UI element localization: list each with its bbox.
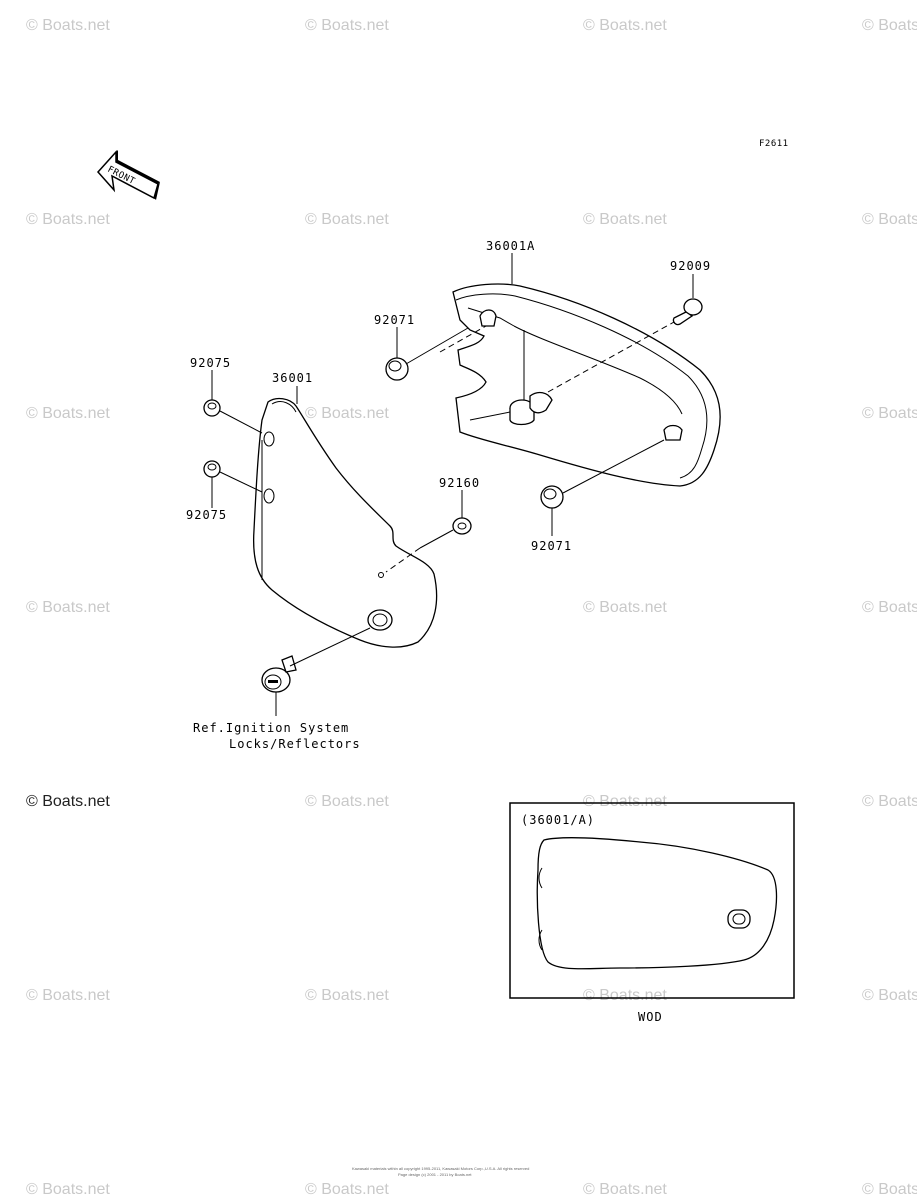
watermark: © Boats.net bbox=[305, 793, 389, 810]
watermark: © Boats.net bbox=[862, 211, 917, 228]
watermark: © Boats.net bbox=[305, 405, 389, 422]
watermark: © Boats.net bbox=[305, 211, 389, 228]
front-arrow-icon: FRONT bbox=[96, 150, 160, 200]
watermark: © Boats.net bbox=[583, 211, 667, 228]
watermark: © Boats.net bbox=[862, 987, 917, 1004]
inset-box: (36001/A) WOD bbox=[509, 802, 795, 1024]
watermark: © Boats.net bbox=[305, 987, 389, 1004]
grommet-92071-bottom bbox=[540, 485, 564, 509]
part-label-92160: 92160 bbox=[439, 476, 480, 490]
watermark: © Boats.net bbox=[26, 17, 110, 34]
copyright-line-2: Page design (c) 2001 - 2011 by Boats.net bbox=[398, 1172, 472, 1177]
watermark-dark: © Boats.net bbox=[26, 793, 110, 810]
reference-line-1: Ref.Ignition System bbox=[193, 721, 349, 735]
watermark: © Boats.net bbox=[26, 987, 110, 1004]
watermark: © Boats.net bbox=[305, 17, 389, 34]
watermark: © Boats.net bbox=[583, 1181, 667, 1198]
grommet-92071-top bbox=[385, 357, 409, 381]
watermark: © Boats.net bbox=[583, 793, 667, 810]
watermark: © Boats.net bbox=[26, 599, 110, 616]
watermark: © Boats.net bbox=[583, 599, 667, 616]
copyright-line-1: Kawasaki materials within all copyright … bbox=[352, 1166, 529, 1171]
part-label-92075-top: 92075 bbox=[190, 356, 231, 370]
side-cover-left bbox=[252, 397, 438, 648]
inset-caption: WOD bbox=[638, 1010, 663, 1024]
watermark: © Boats.net bbox=[862, 405, 917, 422]
watermark: © Boats.net bbox=[26, 211, 110, 228]
watermark: © Boats.net bbox=[583, 987, 667, 1004]
watermark: © Boats.net bbox=[862, 793, 917, 810]
bolt-92009 bbox=[672, 298, 703, 326]
watermark: © Boats.net bbox=[862, 1181, 917, 1198]
part-label-92075-bottom: 92075 bbox=[186, 508, 227, 522]
part-label-36001: 36001 bbox=[272, 371, 313, 385]
inset-title: (36001/A) bbox=[521, 813, 595, 827]
part-label-92009: 92009 bbox=[670, 259, 711, 273]
part-label-92071-top: 92071 bbox=[374, 313, 415, 327]
watermark: © Boats.net bbox=[305, 1181, 389, 1198]
watermark: © Boats.net bbox=[26, 1181, 110, 1198]
reference-line-2: Locks/Reflectors bbox=[229, 737, 361, 751]
watermark: © Boats.net bbox=[26, 405, 110, 422]
part-label-92071-bottom: 92071 bbox=[531, 539, 572, 553]
lock-cylinder bbox=[261, 655, 297, 693]
watermark: © Boats.net bbox=[862, 599, 917, 616]
figure-code: F2611 bbox=[759, 139, 789, 149]
watermark-grid: © Boats.net © Boats.net © Boats.net © Bo… bbox=[26, 17, 917, 1198]
watermark: © Boats.net bbox=[862, 17, 917, 34]
side-cover-right bbox=[452, 283, 721, 487]
leader-lines bbox=[211, 253, 694, 716]
watermark: © Boats.net bbox=[583, 17, 667, 34]
grommet-92075-bottom bbox=[203, 460, 221, 478]
grommet-92075-top bbox=[203, 399, 221, 417]
part-label-36001A: 36001A bbox=[486, 239, 535, 253]
washer-92160 bbox=[452, 517, 472, 535]
